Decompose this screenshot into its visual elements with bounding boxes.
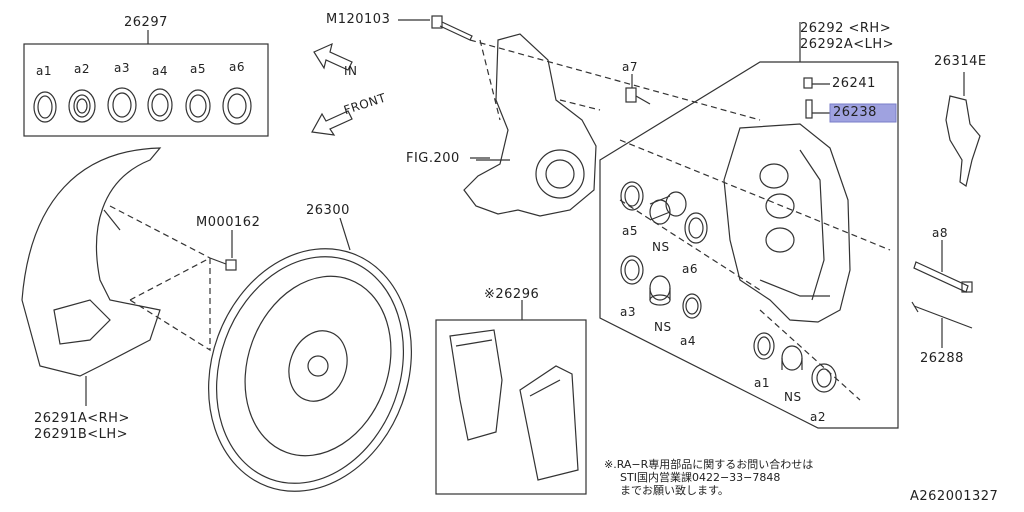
label-seal-a6[interactable]: a6 bbox=[229, 60, 245, 74]
highlight-26238 bbox=[829, 103, 897, 123]
label-cover-rh[interactable]: 26291A<RH> bbox=[34, 411, 130, 426]
label-26297[interactable]: 26297 bbox=[124, 15, 168, 30]
contact-note: ※.RA−R専用部品に関するお問い合わせは STI国内営業課0422−33−78… bbox=[604, 458, 813, 497]
label-ns-1[interactable]: NS bbox=[652, 240, 670, 254]
label-caliper-a4[interactable]: a4 bbox=[680, 334, 696, 348]
label-m000162[interactable]: M000162 bbox=[196, 215, 261, 230]
bolt-a7[interactable] bbox=[625, 87, 651, 105]
in-arrow-icon bbox=[313, 42, 353, 71]
brake-pad-1[interactable] bbox=[449, 329, 503, 441]
note-line-2: STI国内営業課0422−33−7848 bbox=[620, 471, 781, 484]
label-ns-3[interactable]: NS bbox=[784, 390, 802, 404]
bolt-m120103[interactable] bbox=[431, 15, 473, 41]
label-26238[interactable]: 26238 bbox=[833, 105, 877, 120]
caliper-seal-a4[interactable] bbox=[682, 293, 702, 319]
note-line-3: までお願い致します。 bbox=[620, 484, 729, 497]
diagram-id: A262001327 bbox=[910, 489, 999, 504]
label-a8[interactable]: a8 bbox=[932, 226, 948, 240]
label-in: IN bbox=[344, 64, 358, 78]
label-caliper-a6[interactable]: a6 bbox=[682, 262, 698, 276]
front-arrow-icon bbox=[311, 110, 353, 136]
dust-cover[interactable] bbox=[21, 147, 162, 377]
pin-26288[interactable] bbox=[911, 301, 973, 329]
pads-frame bbox=[435, 319, 587, 495]
label-seal-a3[interactable]: a3 bbox=[114, 61, 130, 75]
label-ns-2[interactable]: NS bbox=[654, 320, 672, 334]
label-26314e[interactable]: 26314E bbox=[934, 54, 987, 69]
label-26288[interactable]: 26288 bbox=[920, 351, 964, 366]
label-caliper-a2[interactable]: a2 bbox=[810, 410, 826, 424]
caliper-seal-a1[interactable] bbox=[753, 332, 775, 360]
seal-a3[interactable] bbox=[107, 87, 137, 123]
seal-a2[interactable] bbox=[68, 89, 96, 123]
bleeder-26238[interactable] bbox=[805, 99, 813, 119]
piston-ns-2[interactable] bbox=[649, 275, 671, 306]
seal-a6[interactable] bbox=[222, 87, 252, 125]
pin-a8[interactable] bbox=[913, 261, 973, 293]
seal-kit-frame bbox=[23, 43, 269, 137]
steering-knuckle[interactable] bbox=[463, 33, 597, 217]
label-caliper-rh[interactable]: 26292 <RH> bbox=[800, 21, 892, 36]
label-fig200[interactable]: FIG.200 bbox=[406, 151, 460, 166]
brake-pad-2[interactable] bbox=[519, 365, 579, 481]
label-seal-a1[interactable]: a1 bbox=[36, 64, 52, 78]
label-caliper-a3[interactable]: a3 bbox=[620, 305, 636, 319]
caliper-seal-a6[interactable] bbox=[684, 212, 708, 244]
cap-26241[interactable] bbox=[803, 77, 813, 89]
seal-a1[interactable] bbox=[33, 91, 57, 123]
caliper-seal-a5[interactable] bbox=[620, 181, 644, 211]
caliper-frame bbox=[599, 61, 899, 429]
piston-ns-1[interactable] bbox=[649, 191, 687, 225]
label-caliper-a1[interactable]: a1 bbox=[754, 376, 770, 390]
seal-a5[interactable] bbox=[185, 89, 211, 123]
label-m120103[interactable]: M120103 bbox=[326, 12, 391, 27]
label-26296[interactable]: ※26296 bbox=[484, 287, 540, 302]
label-a7[interactable]: a7 bbox=[622, 60, 638, 74]
label-cover-lh[interactable]: 26291B<LH> bbox=[34, 427, 129, 442]
label-seal-a4[interactable]: a4 bbox=[152, 64, 168, 78]
spring-26314e[interactable] bbox=[945, 95, 981, 187]
bolt-m000162[interactable] bbox=[209, 257, 237, 271]
piston-ns-3[interactable] bbox=[781, 345, 803, 371]
label-26241[interactable]: 26241 bbox=[832, 76, 876, 91]
caliper-seal-a2[interactable] bbox=[811, 363, 837, 393]
label-seal-a2[interactable]: a2 bbox=[74, 62, 90, 76]
caliper-seal-a3[interactable] bbox=[620, 255, 644, 285]
seal-a4[interactable] bbox=[147, 88, 173, 122]
label-caliper-lh[interactable]: 26292A<LH> bbox=[800, 37, 895, 52]
label-26300[interactable]: 26300 bbox=[306, 203, 350, 218]
brake-rotor[interactable] bbox=[175, 220, 444, 512]
label-seal-a5[interactable]: a5 bbox=[190, 62, 206, 76]
label-caliper-a5[interactable]: a5 bbox=[622, 224, 638, 238]
caliper-body[interactable] bbox=[723, 123, 851, 323]
note-line-1: ※.RA−R専用部品に関するお問い合わせは bbox=[604, 458, 814, 471]
